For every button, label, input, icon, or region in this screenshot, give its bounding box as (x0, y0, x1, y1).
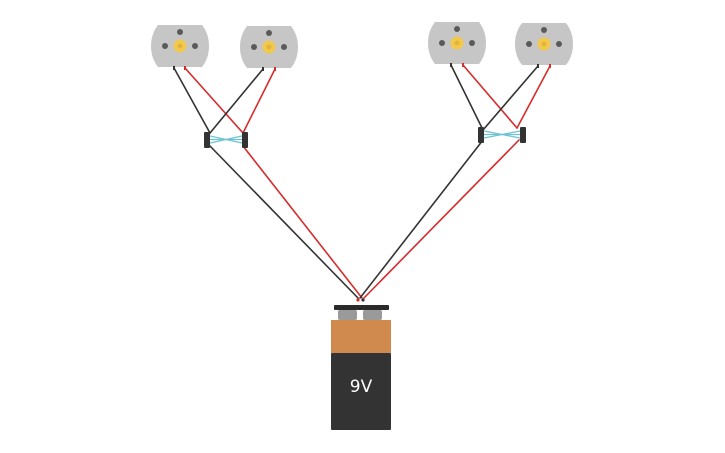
motor-3-dot-right (469, 40, 475, 46)
wire-m2-red[interactable] (242, 68, 276, 134)
wire-m4-red[interactable] (516, 65, 551, 129)
motor-2-dot-left (251, 44, 257, 50)
motor-3-dot-top (454, 26, 460, 32)
motor-3-dot-left (439, 40, 445, 46)
battery-clip-black-pin (361, 298, 365, 302)
wire-sw-right-red[interactable] (363, 139, 520, 299)
motor-2-shaft (266, 44, 272, 50)
wire-sw-right-black[interactable] (359, 139, 484, 299)
motor-3[interactable] (428, 22, 486, 67)
battery-top (331, 320, 391, 353)
switch-right-terminal-a (478, 127, 484, 143)
wires (173, 64, 551, 299)
motor-4-shaft (541, 41, 547, 47)
battery-terminal-left (338, 310, 357, 320)
motor-1-shaft (177, 43, 183, 49)
wire-m1-red[interactable] (184, 67, 244, 134)
battery-clip (334, 305, 389, 310)
switch-right-terminal-b (520, 127, 526, 143)
motor-1-dot-left (162, 43, 168, 49)
motor-3-terminal-red (462, 63, 464, 67)
motor-4-dot-right (556, 41, 562, 47)
wire-m3-black[interactable] (450, 64, 484, 131)
motor-1-terminal-red (184, 66, 186, 70)
battery-label: 9V (350, 377, 373, 397)
motor-1-dot-top (177, 29, 183, 35)
switch-left-terminal-a (204, 132, 210, 148)
motor-2-terminal-red (274, 67, 276, 71)
battery-clip-red-pin (356, 298, 360, 302)
motor-4-dot-top (541, 27, 547, 33)
motor-2[interactable] (240, 26, 298, 71)
motor-2-dot-right (281, 44, 287, 50)
motor-2-terminal-black (262, 67, 264, 71)
wire-m4-black[interactable] (482, 65, 539, 131)
wire-m2-black[interactable] (209, 68, 264, 134)
wire-sw-left-black[interactable] (209, 145, 359, 299)
battery-9v[interactable]: 9V (331, 298, 391, 430)
motor-2-dot-top (266, 30, 272, 36)
battery-terminal-right (363, 310, 382, 320)
battery-body (331, 353, 391, 430)
motor-1-dot-right (192, 43, 198, 49)
motor-4-terminal-black (537, 64, 539, 68)
wire-m3-red[interactable] (462, 64, 518, 129)
switch-right[interactable] (478, 127, 526, 143)
motor-3-shaft (454, 40, 460, 46)
switch-left[interactable] (204, 132, 248, 148)
motor-1-terminal-black (173, 66, 175, 70)
motor-4[interactable] (515, 23, 573, 68)
motor-1[interactable] (151, 25, 209, 70)
switch-left-terminal-b (242, 132, 248, 148)
motor-4-dot-left (526, 41, 532, 47)
wire-m1-black[interactable] (173, 67, 211, 134)
wire-sw-left-red[interactable] (242, 145, 363, 299)
motor-4-terminal-red (549, 64, 551, 68)
motor-3-terminal-black (450, 63, 452, 67)
